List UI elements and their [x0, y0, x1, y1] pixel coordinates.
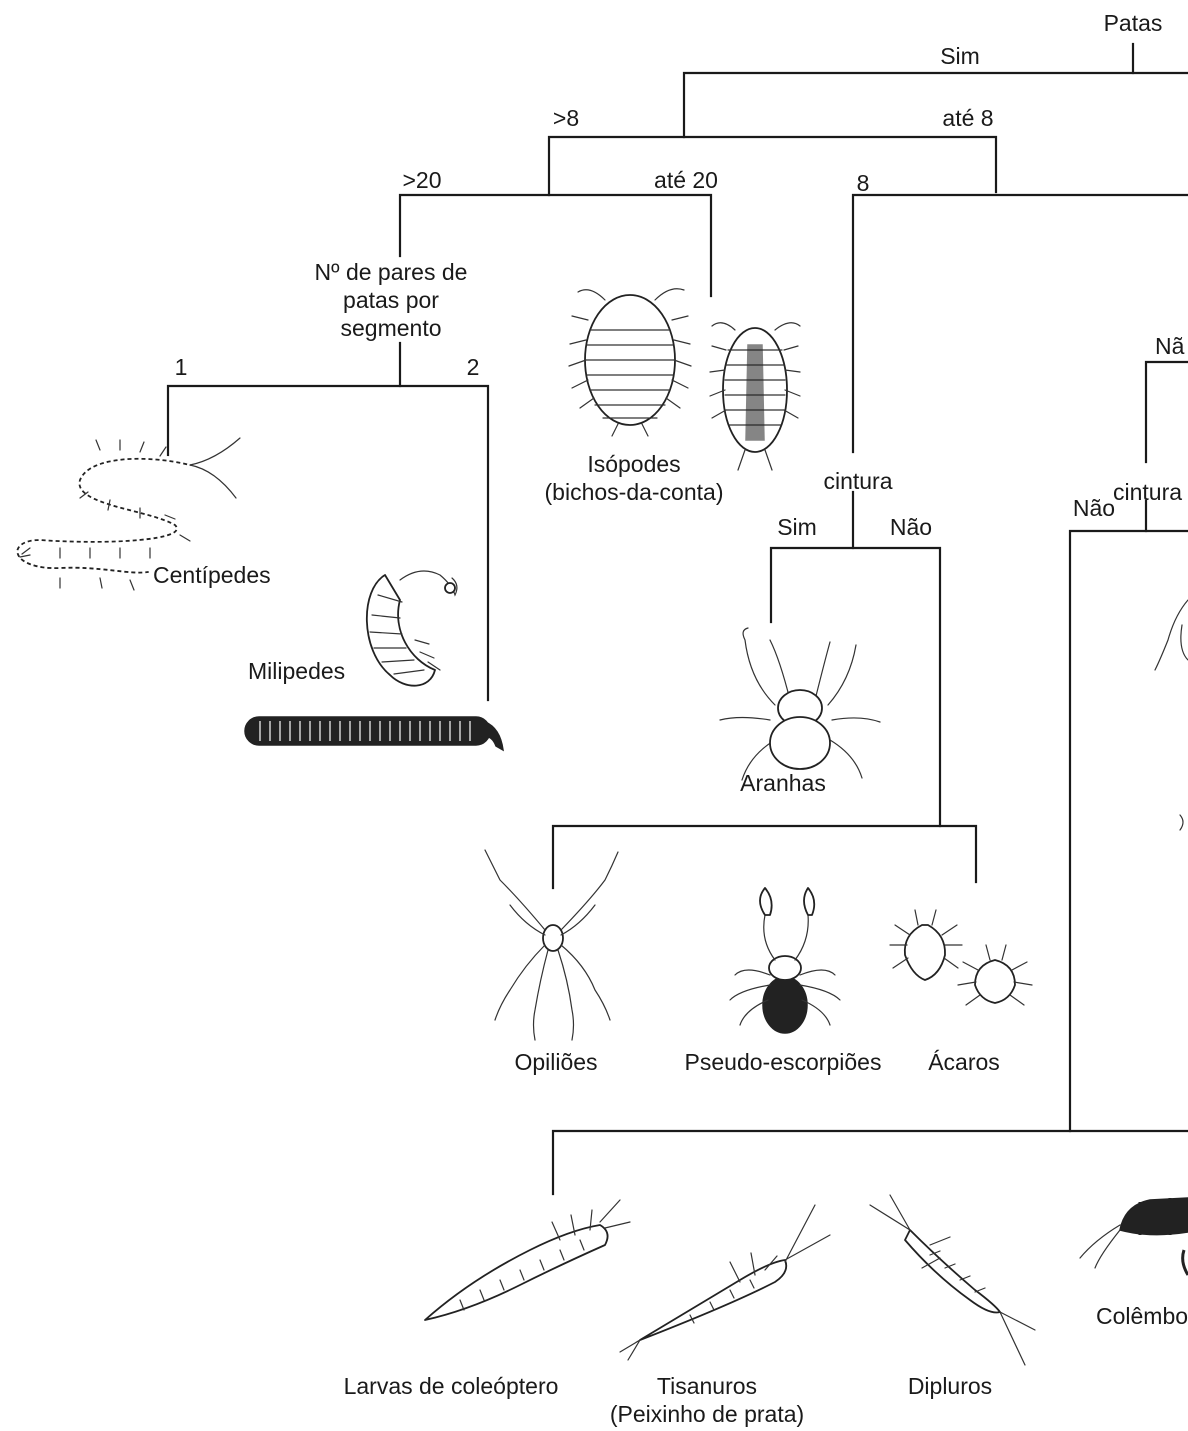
branch-eight: 8: [857, 169, 870, 197]
mites-drawing: [890, 910, 1032, 1005]
node-pairs-question: Nº de pares de patas por segmento: [315, 258, 468, 342]
isopod-dark-drawing: [710, 323, 800, 470]
taxon-dipluros: Dipluros: [908, 1372, 992, 1400]
branch-cintura-sim: Sim: [777, 513, 817, 541]
node-cintura-right: cintura: [1113, 478, 1182, 506]
partial-edge-glyph: [1180, 815, 1183, 830]
spider-drawing: [720, 628, 880, 780]
taxon-colembolos: Colêmbo: [1096, 1302, 1188, 1330]
partial-insect-drawing: [1155, 600, 1188, 670]
taxon-milipedes: Milipedes: [248, 657, 345, 685]
branch-ate20: até 20: [654, 166, 718, 194]
branch-pair-one: 1: [175, 353, 188, 381]
harvestman-drawing: [485, 850, 618, 1040]
root-label-patas: Patas: [1104, 9, 1163, 37]
taxon-larvas: Larvas de coleóptero: [344, 1372, 559, 1400]
branch-nao-right: Nã: [1155, 332, 1184, 360]
branch-nao-right2: Não: [1073, 494, 1115, 522]
taxon-tisanuros: Tisanuros (Peixinho de prata): [610, 1372, 804, 1428]
taxon-centipedes: Centípedes: [153, 561, 271, 589]
branch-cintura-nao: Não: [890, 513, 932, 541]
isopod-drawing: [569, 289, 691, 436]
beetle-larva-drawing: [425, 1200, 630, 1320]
springtail-drawing: [1080, 1198, 1188, 1275]
taxon-opilioes: Opiliões: [514, 1048, 597, 1076]
pseudoscorpion-drawing: [730, 888, 840, 1033]
branch-sim-top: Sim: [940, 42, 980, 70]
node-cintura-center: cintura: [823, 467, 892, 495]
dipluran-drawing: [870, 1195, 1035, 1365]
taxon-pseudo-escorpioes: Pseudo-escorpiões: [685, 1048, 882, 1076]
branch-gt8: >8: [553, 104, 579, 132]
taxon-acaros: Ácaros: [928, 1048, 1000, 1076]
millipede-black-drawing: [245, 717, 503, 750]
branch-gt20: >20: [402, 166, 441, 194]
branch-pair-two: 2: [467, 353, 480, 381]
silverfish-drawing: [620, 1205, 830, 1360]
branch-ate8: até 8: [942, 104, 993, 132]
taxon-aranhas: Aranhas: [740, 769, 826, 797]
taxon-isopodes: Isópodes (bichos-da-conta): [545, 450, 724, 506]
millipede-curled-drawing: [367, 571, 457, 686]
